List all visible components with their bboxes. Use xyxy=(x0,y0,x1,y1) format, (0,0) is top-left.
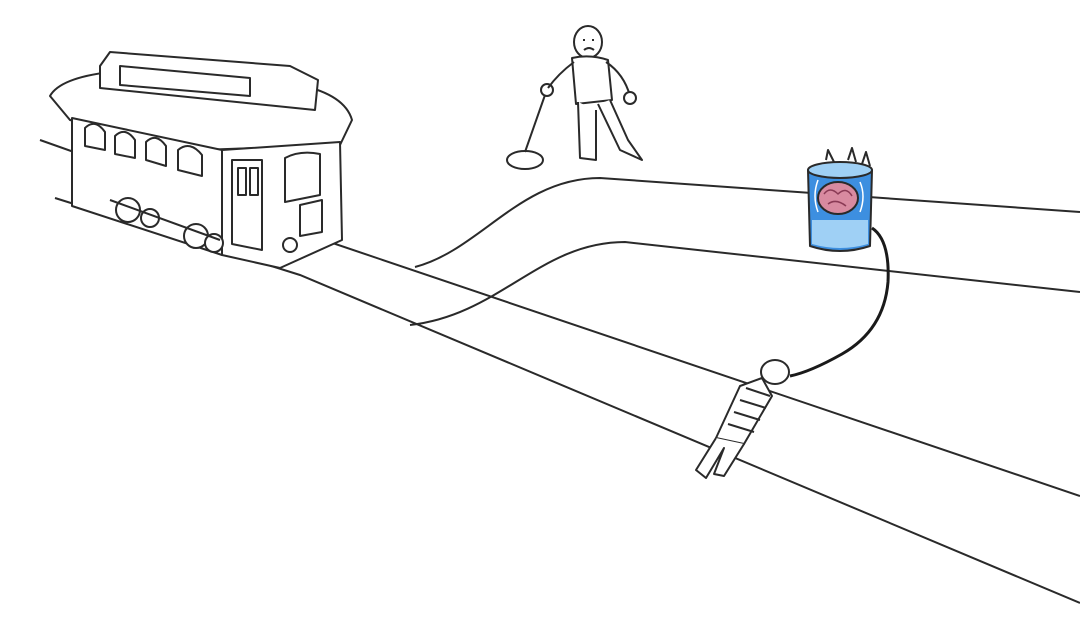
person-tied-to-track xyxy=(695,359,790,479)
person-right-leg xyxy=(597,99,643,161)
brain-in-vat xyxy=(807,147,873,252)
trolley-windows xyxy=(84,122,323,251)
tied-person-head xyxy=(760,359,790,385)
lever xyxy=(506,83,554,170)
rope-bands xyxy=(727,387,771,433)
branch-rail-lower xyxy=(409,240,1080,326)
person-at-lever xyxy=(547,25,643,161)
person-torso xyxy=(571,55,613,105)
branch-track xyxy=(409,176,1080,326)
trolley xyxy=(49,51,353,269)
vat-top xyxy=(807,161,873,179)
lever-handle xyxy=(524,94,546,153)
person-head xyxy=(573,25,603,59)
trolley-wheels xyxy=(109,197,298,253)
trolley-roof-top xyxy=(99,51,319,111)
brain xyxy=(817,181,859,215)
person-left-arm xyxy=(547,61,575,89)
cable xyxy=(789,226,890,378)
lever-base xyxy=(506,150,544,170)
branch-rail-upper xyxy=(414,176,1080,268)
person-left-leg xyxy=(577,101,597,161)
tied-person-legs xyxy=(695,437,745,479)
